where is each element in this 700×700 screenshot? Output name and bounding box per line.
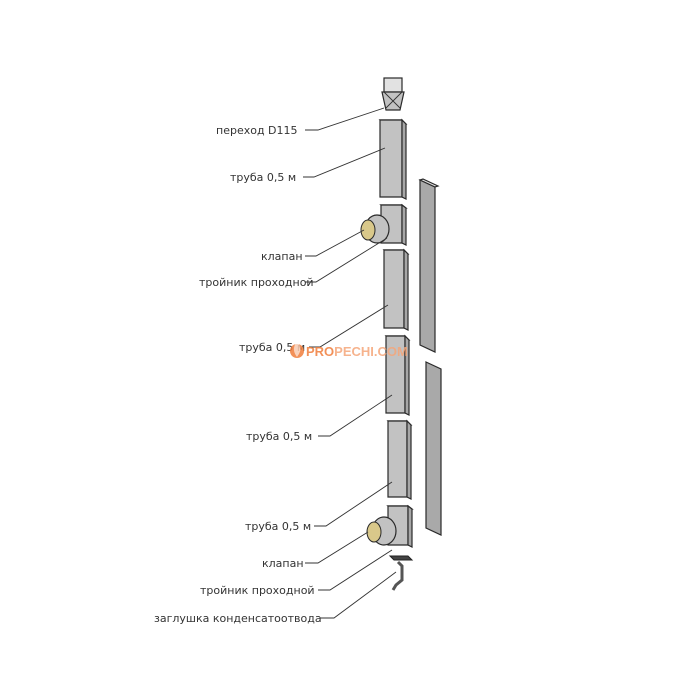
leader-klapan2 [305, 531, 369, 564]
pipe-segment-1 [378, 118, 408, 200]
leader-troynik1 [305, 237, 388, 283]
leader-zaglushka [320, 571, 397, 619]
tee-segment-1 [364, 203, 408, 246]
watermark-logo: PROPECHI.COM [290, 341, 408, 359]
valve-disc-2 [366, 521, 382, 543]
leader-truba2 [309, 304, 389, 348]
label-truba4: труба 0,5 м [245, 520, 311, 533]
leader-truba3 [318, 394, 393, 437]
pipe-segment-3 [384, 334, 411, 416]
watermark-text-pro: PRO [306, 344, 334, 359]
label-truba1: труба 0,5 м [230, 171, 296, 184]
label-troynik1: тройник проходной [199, 276, 314, 289]
pipe-segment-2 [382, 248, 410, 331]
casing-panel-bottom [425, 361, 442, 536]
watermark-text-pechi: PECHI [334, 344, 374, 359]
leader-truba4 [314, 481, 393, 527]
transition-d115-part [381, 77, 405, 111]
label-perehod: переход D115 [216, 124, 298, 137]
leader-troynik2 [318, 549, 393, 591]
label-zaglushka: заглушка конденсатоотвода [154, 612, 322, 625]
label-truba2: труба 0,5 м [239, 341, 305, 354]
leader-perehod [305, 107, 385, 131]
watermark-text-com: .COM [374, 344, 408, 359]
leader-klapan1 [305, 229, 365, 257]
label-klapan1: клапан [261, 250, 303, 263]
label-troynik2: тройник проходной [200, 584, 315, 597]
svg-text:PROPECHI.COM: PROPECHI.COM [306, 344, 408, 359]
casing-panel-top [418, 178, 440, 353]
label-truba3: труба 0,5 м [246, 430, 312, 443]
condensate-drain-cap [388, 555, 414, 591]
pipe-segment-4 [386, 419, 413, 500]
leader-truba1 [303, 147, 386, 178]
valve-disc-1 [360, 219, 376, 241]
label-klapan2: клапан [262, 557, 304, 570]
